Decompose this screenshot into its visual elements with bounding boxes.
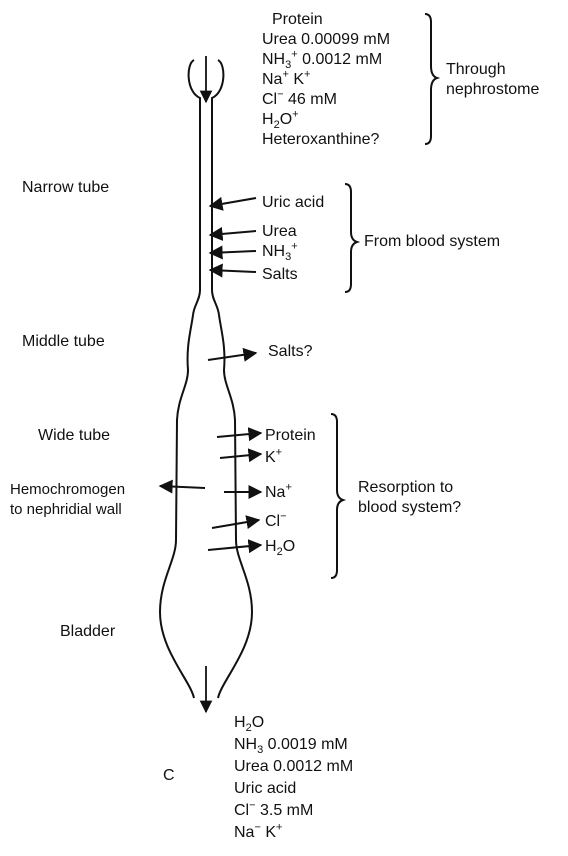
salts-arrow [210, 270, 256, 272]
panel-letter: C [163, 766, 175, 786]
na-resorb-label: Na+ [265, 483, 292, 503]
narrow-tube-label: Narrow tube [22, 178, 109, 198]
protein-arrow [217, 433, 261, 437]
protein-resorb-label: Protein [265, 426, 316, 446]
nephrostome-brace [425, 14, 437, 144]
wide-tube-label: Wide tube [38, 426, 110, 446]
uric-acid-arrow [210, 198, 256, 206]
urea-out-label: Urea 0.0012 mM [234, 756, 353, 778]
heteroxanthine-label: Heteroxanthine? [262, 130, 390, 150]
urea-arrow [210, 231, 256, 235]
urea-label: Urea 0.00099 mM [262, 30, 390, 50]
h2o-plus-label: H2O+ [262, 110, 390, 130]
salts-blood-label: Salts [262, 265, 298, 285]
cl-label: Cl− 46 mM [262, 90, 390, 110]
cl-out-label: Cl− 3.5 mM [234, 800, 353, 822]
nh3-blood-label: NH3+ [262, 242, 298, 262]
k-arrow [220, 454, 261, 458]
blood-system-brace [345, 184, 357, 292]
salts-question-label: Salts? [268, 342, 312, 362]
hemochromogen-label: Hemochromogen to nephridial wall [10, 480, 125, 520]
na-k-label: Na+ K+ [262, 70, 390, 90]
resorption-caption: Resorption to blood system? [358, 478, 461, 518]
na-k-out-label: Na− K+ [234, 822, 353, 844]
nh3-arrow [210, 251, 256, 253]
hemo-arrow [160, 486, 205, 488]
urine-output: H2O NH3 0.0019 mM Urea 0.0012 mM Uric ac… [234, 712, 353, 844]
nephrostome-inputs: Protein Urea 0.00099 mM NH3+ 0.0012 mM N… [262, 10, 390, 150]
urea-blood-label: Urea [262, 222, 297, 242]
k-resorb-label: K+ [265, 448, 282, 468]
nh3-out-label: NH3 0.0019 mM [234, 734, 353, 756]
nh3-label: NH3+ 0.0012 mM [262, 50, 390, 70]
middle-tube-label: Middle tube [22, 332, 105, 352]
h2o-out-label: H2O [234, 712, 353, 734]
salts-out-arrow [208, 353, 256, 360]
uric-acid-label: Uric acid [262, 193, 324, 213]
uric-out-label: Uric acid [234, 778, 353, 800]
h2o-resorb-label: H2O [265, 537, 295, 557]
nephrostome-caption: Through nephrostome [446, 60, 539, 100]
tubule-right-wall [212, 60, 252, 698]
h2o-arrow [208, 545, 261, 550]
protein-label: Protein [262, 10, 390, 30]
cl-resorb-label: Cl− [265, 512, 287, 532]
tubule-left-wall [160, 60, 200, 698]
bladder-label: Bladder [60, 622, 115, 642]
resorption-brace [331, 414, 343, 578]
from-blood-caption: From blood system [364, 232, 500, 252]
